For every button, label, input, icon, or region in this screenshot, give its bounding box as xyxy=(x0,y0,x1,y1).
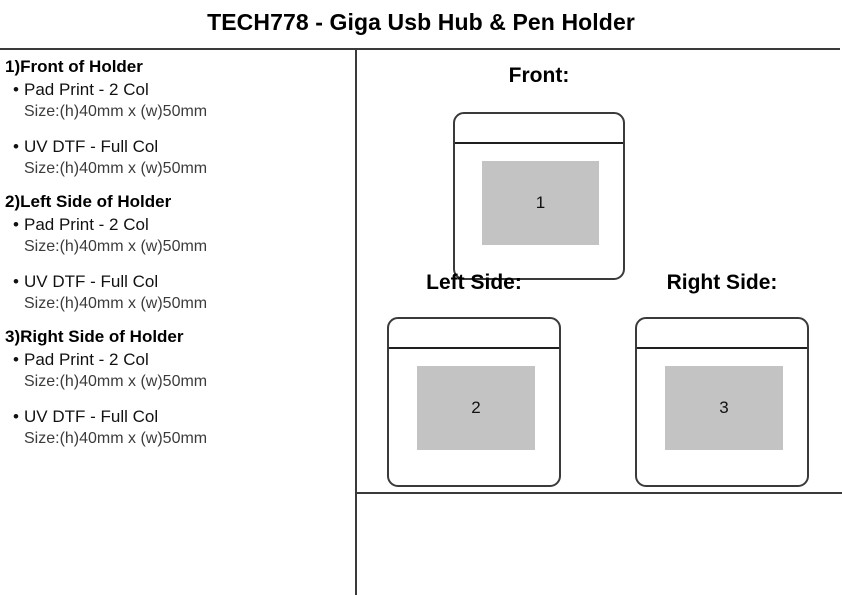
print-area-3: 3 xyxy=(665,366,783,450)
spec-item-method: Pad Print - 2 Col xyxy=(24,350,149,369)
spec-item-method: UV DTF - Full Col xyxy=(24,137,159,156)
holder-top-edge-line xyxy=(389,347,559,349)
header-divider-rule xyxy=(0,48,840,50)
spec-section-heading: 2)Left Side of Holder xyxy=(5,192,172,211)
spec-section: 2)Left Side of Holder • Pad Print - 2 Col… xyxy=(0,190,350,315)
bullet-icon: • xyxy=(13,350,19,369)
product-view-left-side: Left Side: 2 xyxy=(387,271,561,493)
spec-item-label-row: • Pad Print - 2 Col xyxy=(13,348,350,371)
spec-item-size: Size:(h)40mm x (w)50mm xyxy=(24,238,208,255)
bullet-icon: • xyxy=(13,215,19,234)
holder-top-edge-line xyxy=(637,347,807,349)
spec-item-label-row: • UV DTF - Full Col xyxy=(13,405,350,428)
spec-item: • Pad Print - 2 Col Size:(h)40mm x (w)50m… xyxy=(0,348,350,393)
product-view-front: Front: 1 xyxy=(453,64,625,284)
artwork-panel-bottom-rule xyxy=(356,492,842,494)
spec-item-size: Size:(h)40mm x (w)50mm xyxy=(24,373,208,390)
panel-vertical-divider xyxy=(355,49,357,595)
print-area-2: 2 xyxy=(417,366,535,450)
print-area-1: 1 xyxy=(482,161,599,245)
page-title: TECH778 - Giga Usb Hub & Pen Holder xyxy=(207,9,635,35)
bullet-icon: • xyxy=(13,407,19,426)
spec-item-spacer xyxy=(0,123,350,135)
holder-top-edge-line xyxy=(455,142,623,144)
spec-item-method: UV DTF - Full Col xyxy=(24,407,159,426)
bullet-icon: • xyxy=(13,137,19,156)
view-label-front: Front: xyxy=(508,64,570,87)
spec-item: • UV DTF - Full Col Size:(h)40mm x (w)50m… xyxy=(0,405,350,450)
product-view-right-side: Right Side: 3 xyxy=(635,271,809,493)
spec-item-spacer xyxy=(0,393,350,405)
spec-item-size: Size:(h)40mm x (w)50mm xyxy=(24,295,208,312)
spec-item-spacer xyxy=(0,258,350,270)
holder-outline-right-side: 3 xyxy=(635,317,809,487)
spec-item-method: Pad Print - 2 Col xyxy=(24,80,149,99)
spec-item-method: Pad Print - 2 Col xyxy=(24,215,149,234)
spec-item: • UV DTF - Full Col Size:(h)40mm x (w)50m… xyxy=(0,270,350,315)
bullet-icon: • xyxy=(13,80,19,99)
spec-item-label-row: • Pad Print - 2 Col xyxy=(13,78,350,101)
spec-item-size: Size:(h)40mm x (w)50mm xyxy=(24,430,208,447)
view-label-right-side: Right Side: xyxy=(666,271,778,294)
spec-item-size: Size:(h)40mm x (w)50mm xyxy=(24,103,208,120)
specification-panel: 1)Front of Holder • Pad Print - 2 Col Siz… xyxy=(0,55,350,460)
bullet-icon: • xyxy=(13,272,19,291)
spec-item: • UV DTF - Full Col Size:(h)40mm x (w)50m… xyxy=(0,135,350,180)
artwork-panel: Front: 1 Left Side: 2 Right Side: 3 xyxy=(355,49,842,595)
spec-item-size: Size:(h)40mm x (w)50mm xyxy=(24,160,208,177)
spec-item-label-row: • UV DTF - Full Col xyxy=(13,270,350,293)
spec-item: • Pad Print - 2 Col Size:(h)40mm x (w)50m… xyxy=(0,78,350,123)
spec-section: 1)Front of Holder • Pad Print - 2 Col Siz… xyxy=(0,55,350,180)
spec-section-heading: 3)Right Side of Holder xyxy=(5,327,184,346)
spec-item-method: UV DTF - Full Col xyxy=(24,272,159,291)
spec-section-heading: 1)Front of Holder xyxy=(5,57,143,76)
holder-outline-left-side: 2 xyxy=(387,317,561,487)
view-label-left-side: Left Side: xyxy=(426,271,522,294)
spec-item-label-row: • Pad Print - 2 Col xyxy=(13,213,350,236)
spec-item: • Pad Print - 2 Col Size:(h)40mm x (w)50m… xyxy=(0,213,350,258)
spec-item-label-row: • UV DTF - Full Col xyxy=(13,135,350,158)
spec-section: 3)Right Side of Holder • Pad Print - 2 Co… xyxy=(0,325,350,450)
holder-outline-front: 1 xyxy=(453,112,625,280)
